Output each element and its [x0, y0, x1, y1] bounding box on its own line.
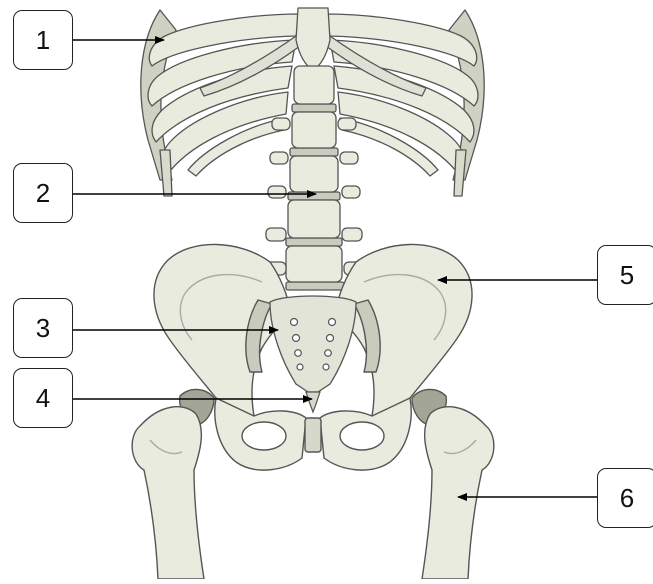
callout-5: 5: [597, 245, 653, 305]
callout-number: 5: [620, 260, 634, 291]
callout-number: 6: [620, 483, 634, 514]
sacrum: [270, 296, 356, 392]
callout-6: 6: [597, 468, 653, 528]
callout-number: 4: [36, 383, 50, 414]
callout-number: 3: [36, 313, 50, 344]
coccyx: [306, 392, 320, 412]
callout-3: 3: [13, 298, 73, 358]
callout-number: 2: [36, 178, 50, 209]
callout-1: 1: [13, 10, 73, 70]
callout-2: 2: [13, 163, 73, 223]
callout-number: 1: [36, 25, 50, 56]
callout-4: 4: [13, 368, 73, 428]
